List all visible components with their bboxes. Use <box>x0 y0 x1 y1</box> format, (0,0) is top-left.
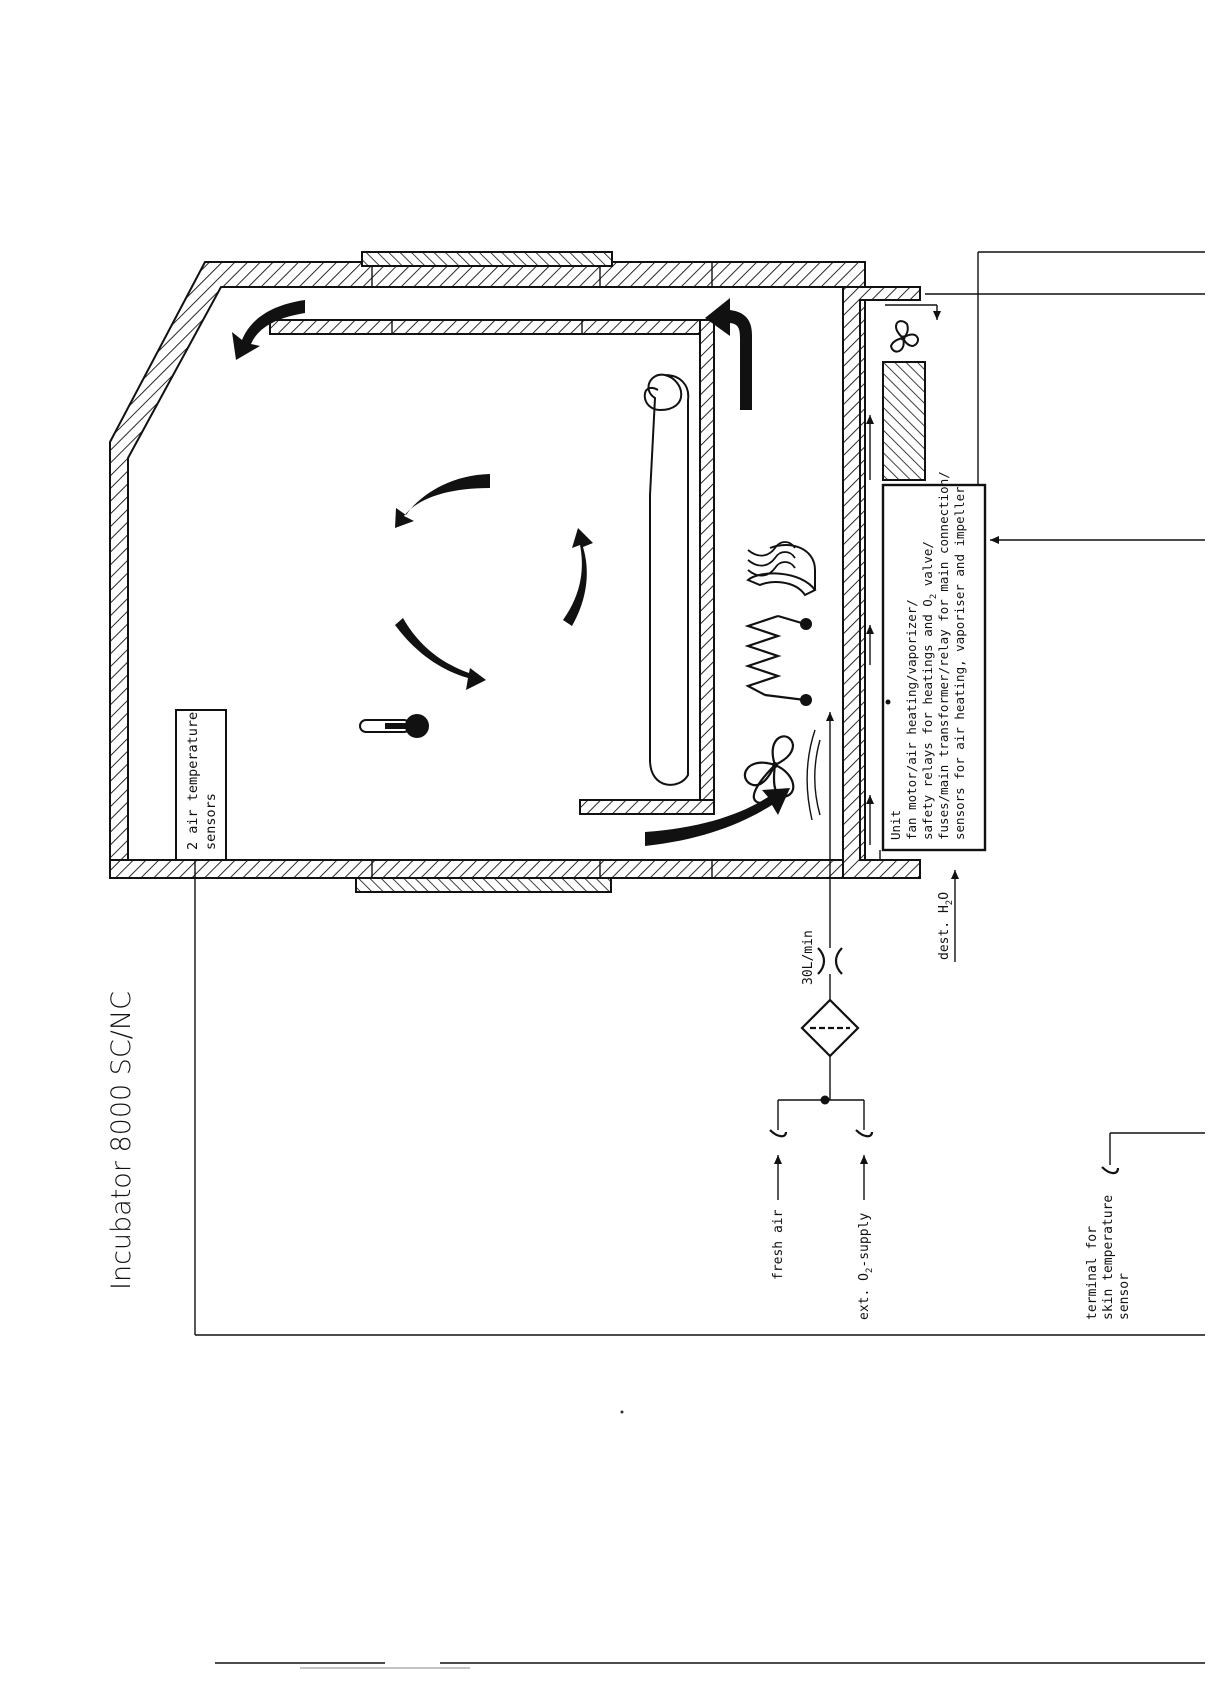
skin-terminal-line2: skin temperature <box>1101 1195 1116 1320</box>
vapor-icon <box>746 541 817 597</box>
air-sensor-label-line2: sensors <box>203 793 219 850</box>
fresh-air-label: fresh air <box>771 1209 786 1280</box>
svg-text:ext. O2-supply: ext. O2-supply <box>857 1213 875 1320</box>
dest-water-sub: 2 <box>945 900 955 905</box>
flow-restrictor-icon <box>817 930 843 1000</box>
skin-terminal-line1: terminal for <box>1085 1226 1100 1320</box>
unit-line-relays-rest: valve/ <box>920 541 935 594</box>
air-sensor-label: 2 air temperature sensors <box>175 709 227 861</box>
svg-text:dest. H2O: dest. H2O <box>937 892 955 960</box>
unit-line-fuses: fuses/main transformer/relay for main co… <box>936 471 951 840</box>
circulation-arrows <box>232 298 790 846</box>
top-ports <box>361 251 713 287</box>
circulation-arrow-icon <box>645 788 790 846</box>
unit-line-sensors: sensors for air heating, vaporiser and i… <box>952 486 967 840</box>
o2-supply-label: ext. O <box>857 1273 872 1320</box>
dest-water-rest: O <box>937 892 952 900</box>
bottom-ports <box>355 860 713 893</box>
circulation-arrow-icon <box>705 298 752 410</box>
water-tank <box>882 361 926 481</box>
diagram-title: Incubator 8000 SC/NC <box>106 991 137 1290</box>
lower-housing <box>842 286 921 879</box>
inlet-flow <box>806 712 834 930</box>
svg-text:fuses/main transformer/relay f: fuses/main transformer/relay for main co… <box>936 471 951 840</box>
flow-rate-label: 30L/min <box>801 930 816 985</box>
svg-text:Unit: Unit <box>888 810 903 840</box>
svg-text:safety relays for heatings and: safety relays for heatings and O2 valve/ <box>920 541 939 840</box>
unit-line-relays-sub: 2 <box>929 594 939 599</box>
svg-text:fan motor/air heating/vaporize: fan motor/air heating/vaporizer/ <box>904 599 919 840</box>
filter-icon <box>800 998 860 1100</box>
o2-supply-sub: 2 <box>865 1268 875 1273</box>
outer-hood <box>109 261 921 879</box>
o2-supply-rest: -supply <box>857 1213 872 1268</box>
fan-icon <box>743 735 795 805</box>
thermometer-icon <box>359 714 429 738</box>
svg-text:sensors for air heating, vapor: sensors for air heating, vaporiser and i… <box>952 486 967 840</box>
unit-box: Unit fan motor/air heating/vaporizer/ sa… <box>881 471 987 852</box>
dest-water-label: dest. H <box>937 905 952 960</box>
duct-flow-arrows <box>866 304 941 860</box>
unit-label: Unit <box>888 810 903 840</box>
inner-tray <box>269 319 715 815</box>
unit-line-fan: fan motor/air heating/vaporizer/ <box>904 599 919 840</box>
air-sensor-label-line1: 2 air temperature <box>185 712 201 850</box>
page-footer-line <box>215 1662 1205 1669</box>
circulation-arrow-icon <box>395 474 490 528</box>
small-fan-icon <box>889 320 919 353</box>
supply-manifold <box>769 1095 874 1200</box>
circulation-arrow-icon <box>395 618 486 690</box>
baby-outline <box>643 373 690 786</box>
circulation-arrow-icon <box>563 528 593 626</box>
skin-terminal-line3: sensor <box>1117 1273 1132 1320</box>
unit-line-relays: safety relays for heatings and O <box>920 599 935 840</box>
heater-coil-icon <box>744 614 812 706</box>
wiring <box>194 251 1205 1336</box>
circulation-arrow-icon <box>232 300 305 360</box>
